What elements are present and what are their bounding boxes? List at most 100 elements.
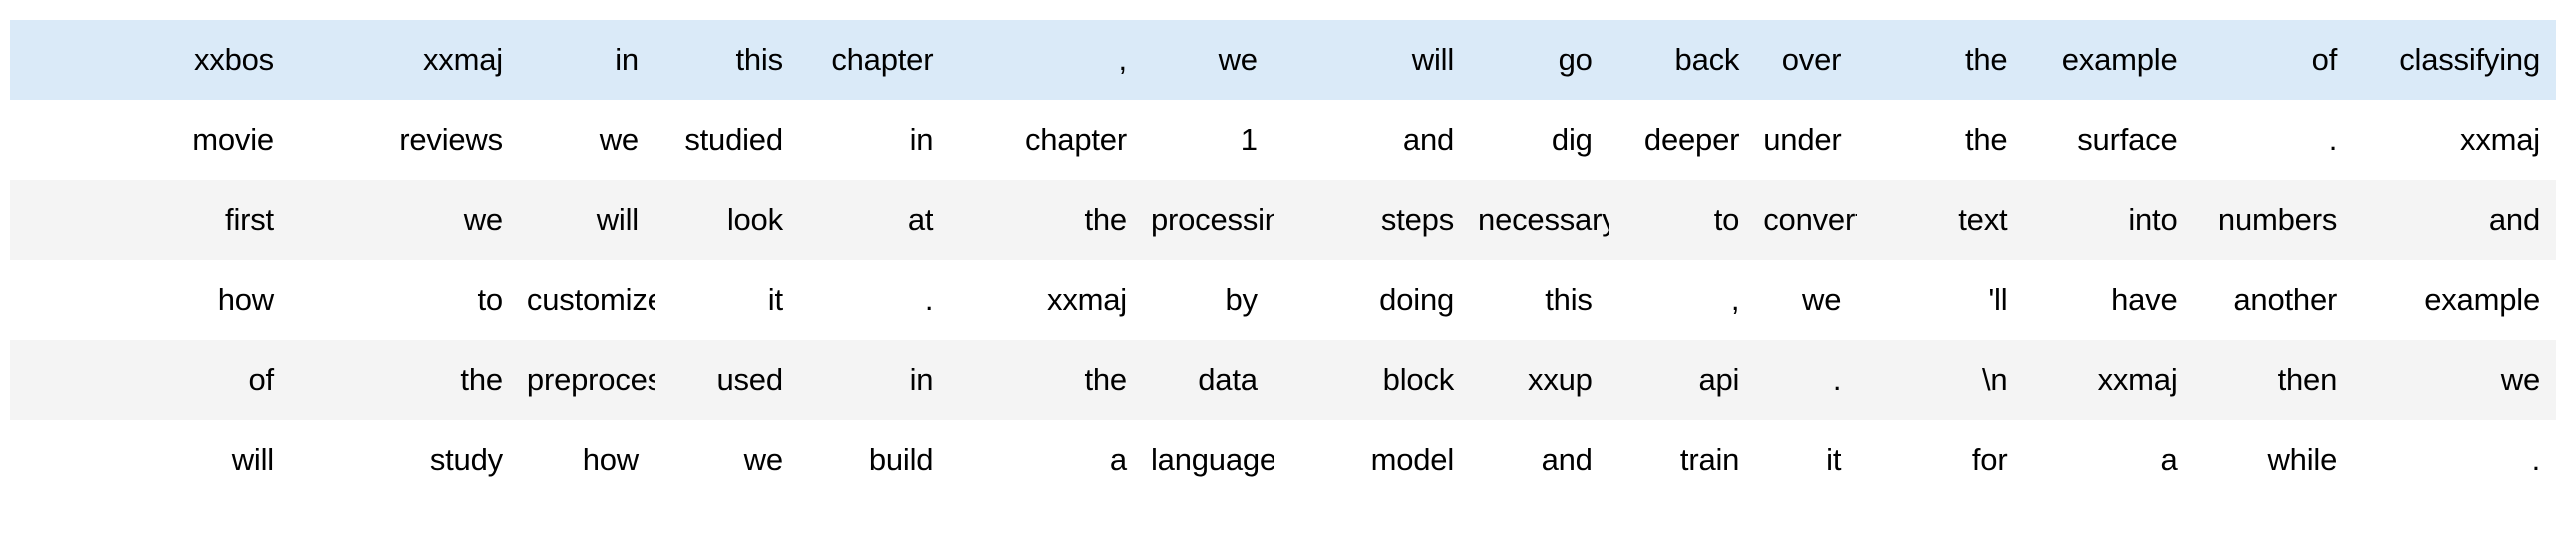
- token-table-body: xxbos xxmaj in this chapter, we will go back over…: [10, 20, 2556, 500]
- token-cell: .: [2328, 122, 2338, 157]
- token-cell: it: [1826, 442, 1842, 477]
- token-cell: under: [1763, 122, 1842, 157]
- token-cell: block: [1382, 362, 1455, 397]
- token-cell: by: [1225, 282, 1258, 317]
- token-cell: .: [2531, 442, 2541, 477]
- token-cell: convert: [1763, 202, 1858, 237]
- token-cell: movie: [192, 122, 274, 157]
- token-cell: a: [1109, 442, 1127, 477]
- token-cell: how: [582, 442, 639, 477]
- token-cell: to: [477, 282, 503, 317]
- token-cell: api: [1698, 362, 1740, 397]
- token-cell: text: [1958, 202, 2008, 237]
- token-cell: in: [909, 122, 934, 157]
- token-cell: ,: [1730, 282, 1740, 317]
- token-cell: study: [429, 442, 503, 477]
- token-cell: of: [2311, 42, 2338, 77]
- token-cell: back: [1674, 42, 1740, 77]
- token-cell: 'll: [1988, 282, 2008, 317]
- token-cell: how: [217, 282, 274, 317]
- token-cell: the: [460, 362, 503, 397]
- token-cell: ,: [1118, 42, 1128, 77]
- token-cell: necessary: [1478, 202, 1609, 237]
- token-cell: into: [2128, 202, 2178, 237]
- token-cell: doing: [1379, 282, 1455, 317]
- row-index-cell: [10, 260, 146, 340]
- token-cell: .: [1832, 362, 1842, 397]
- token-cell: the: [1964, 42, 2008, 77]
- token-cell: will: [596, 202, 639, 237]
- table-row: how to customize it. xxmaj by doing this, we 'll h…: [10, 260, 2556, 340]
- token-cell: xxmaj: [2097, 362, 2178, 397]
- token-cell: numbers: [2217, 202, 2338, 237]
- token-cell: in: [909, 362, 934, 397]
- token-cell: for: [1971, 442, 2008, 477]
- token-cell: go: [1558, 42, 1593, 77]
- token-cell: another: [2233, 282, 2338, 317]
- token-cell: xxmaj: [422, 42, 503, 77]
- token-cell: xxmaj: [1047, 282, 1127, 317]
- token-cell: example: [2424, 282, 2540, 317]
- token-cell: language: [1150, 442, 1274, 477]
- token-cell: have: [2111, 282, 2178, 317]
- token-cell: customize: [526, 282, 655, 317]
- token-cell: classifying: [2399, 42, 2540, 77]
- token-cell: it: [767, 282, 783, 317]
- table-row: xxbos xxmaj in this chapter, we will go back over…: [10, 20, 2556, 100]
- token-cell: the: [1084, 362, 1127, 397]
- token-cell: xxmaj: [2460, 122, 2540, 157]
- token-cell: over: [1781, 42, 1842, 77]
- row-index-cell: [10, 20, 146, 100]
- token-cell: then: [2277, 362, 2338, 397]
- token-cell: while: [2267, 442, 2338, 477]
- token-cell: used: [716, 362, 783, 397]
- token-cell: build: [868, 442, 934, 477]
- row-index-cell: [10, 100, 146, 180]
- token-cell: deeper: [1643, 122, 1740, 157]
- token-cell: this: [735, 42, 783, 77]
- row-index-cell: [10, 420, 146, 500]
- token-cell: to: [1713, 202, 1740, 237]
- token-cell: preprocessor: [526, 362, 655, 397]
- token-dataframe: xxbos xxmaj in this chapter, we will go back over…: [10, 20, 2556, 500]
- token-cell: the: [1964, 122, 2008, 157]
- token-cell: and: [1402, 122, 1455, 157]
- token-cell: we: [743, 442, 783, 477]
- token-cell: 1: [1240, 122, 1258, 157]
- token-cell: processing: [1150, 202, 1274, 237]
- token-cell: we: [1802, 282, 1842, 317]
- token-cell: a: [2160, 442, 2178, 477]
- token-cell: xxbos: [193, 42, 274, 77]
- token-cell: and: [2488, 202, 2540, 237]
- token-cell: train: [1679, 442, 1740, 477]
- token-cell: example: [2061, 42, 2178, 77]
- token-cell: chapter: [1024, 122, 1127, 157]
- row-index-cell: [10, 180, 146, 260]
- token-cell: .: [924, 282, 934, 317]
- token-cell: we: [2500, 362, 2540, 397]
- token-cell: will: [231, 442, 274, 477]
- token-cell: will: [1411, 42, 1455, 77]
- table-row: firstwewilllookattheprocessingstepsneces…: [10, 180, 2556, 260]
- token-cell: we: [599, 122, 639, 157]
- token-cell: steps: [1380, 202, 1455, 237]
- token-cell: we: [1218, 42, 1258, 77]
- token-cell: surface: [2077, 122, 2178, 157]
- token-cell: chapter: [831, 42, 934, 77]
- token-cell: and: [1541, 442, 1593, 477]
- table-row: ofthepreprocessorusedinthedatablockxxupa…: [10, 340, 2556, 420]
- token-cell: data: [1198, 362, 1258, 397]
- token-cell: in: [615, 42, 639, 77]
- token-cell: reviews: [399, 122, 503, 157]
- token-cell: at: [907, 202, 934, 237]
- token-cell: this: [1545, 282, 1593, 317]
- token-cell: look: [726, 202, 783, 237]
- token-cell: studied: [684, 122, 783, 157]
- token-cell: \n: [1981, 362, 2008, 397]
- token-cell: the: [1084, 202, 1127, 237]
- table-row: movie reviews we studied in chapter 1 and dig dee…: [10, 100, 2556, 180]
- row-index-cell: [10, 340, 146, 420]
- token-cell: dig: [1551, 122, 1593, 157]
